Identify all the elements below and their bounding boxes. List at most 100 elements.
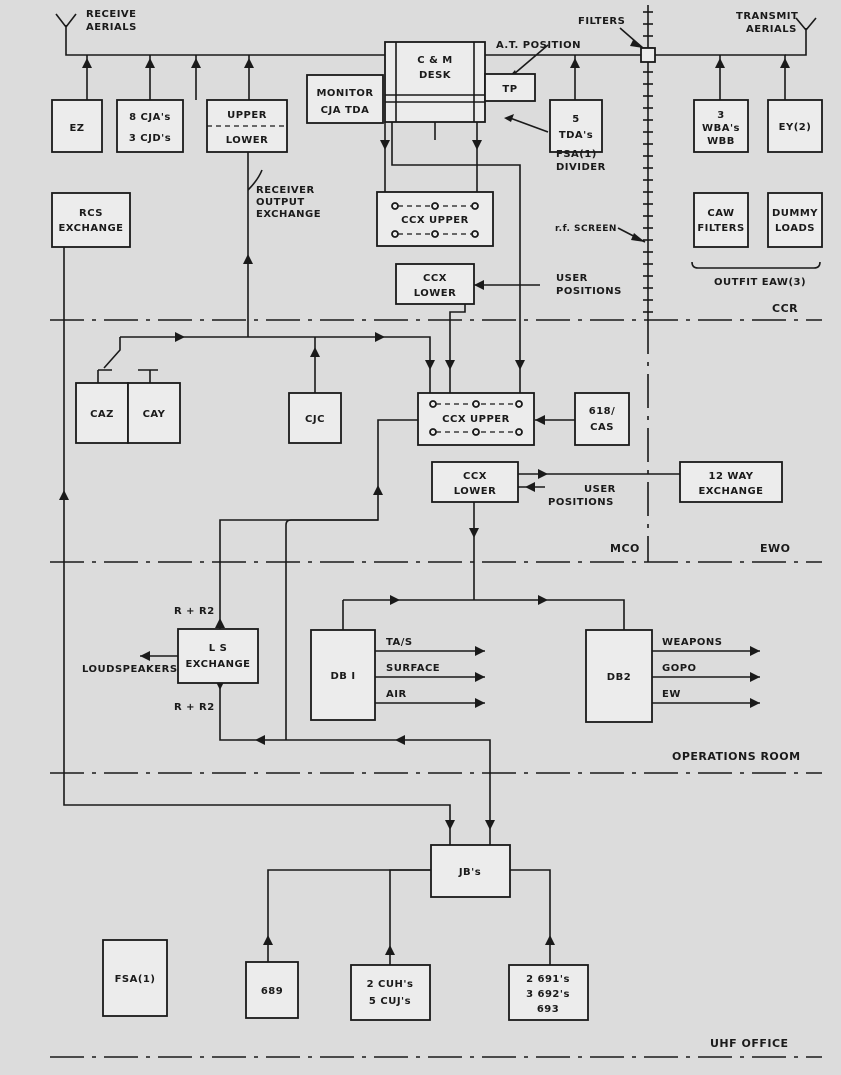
svg-text:EZ: EZ: [69, 123, 84, 134]
svg-text:3 CJD's: 3 CJD's: [129, 133, 171, 144]
box-upper-lower: UPPER LOWER: [206, 99, 288, 153]
box-tdas: 5 TDA's: [549, 99, 603, 153]
svg-text:POSITIONS: POSITIONS: [548, 497, 614, 508]
zone-operations-room: OPERATIONS ROOM: [672, 750, 801, 763]
svg-text:JB's: JB's: [458, 867, 481, 878]
svg-text:DIVIDER: DIVIDER: [556, 162, 606, 173]
svg-text:CAS: CAS: [590, 422, 614, 433]
loudspeakers-label: LOUDSPEAKERS: [82, 664, 178, 675]
svg-text:CCX: CCX: [423, 273, 447, 284]
box-db1: DB I: [310, 629, 376, 721]
box-ccx-lower-ccr: CCX LOWER: [395, 263, 475, 305]
svg-text:LOADS: LOADS: [775, 223, 815, 234]
transmit-aerial-icon: [795, 17, 817, 45]
box-691-692-693: 2 691's 3 692's 693: [508, 964, 589, 1021]
zone-labels: CCR MCO EWO OPERATIONS ROOM UHF OFFICE: [610, 302, 801, 1050]
svg-text:DB2: DB2: [607, 672, 631, 683]
ta-s-label: TA/S: [386, 637, 413, 648]
box-rcs-exchange: RCS EXCHANGE: [51, 192, 131, 248]
box-db2: DB2: [585, 629, 653, 723]
svg-text:C & M: C & M: [417, 55, 452, 66]
box-caw-filters: CAW FILTERS: [693, 192, 749, 248]
svg-text:5: 5: [572, 114, 579, 125]
weapons-label: WEAPONS: [662, 637, 723, 648]
box-ccx-upper-mco: CCX UPPER: [417, 392, 535, 446]
gopo-label: GOPO: [662, 663, 697, 674]
box-cja-cjd: 8 CJA's 3 CJD's: [116, 99, 184, 153]
svg-text:8 CJA's: 8 CJA's: [129, 112, 171, 123]
svg-text:LOWER: LOWER: [226, 135, 269, 146]
svg-text:FILTERS: FILTERS: [697, 223, 744, 234]
svg-text:WBA's: WBA's: [702, 123, 740, 134]
svg-text:CJC: CJC: [305, 414, 325, 425]
svg-text:TP: TP: [502, 84, 517, 95]
svg-text:TDA's: TDA's: [559, 130, 593, 141]
svg-text:CJA TDA: CJA TDA: [321, 105, 370, 116]
svg-text:CAZ: CAZ: [90, 409, 114, 420]
svg-text:AERIALS: AERIALS: [86, 22, 137, 33]
receiver-output-label: RECEIVER: [256, 185, 315, 196]
svg-text:WBB: WBB: [707, 136, 735, 147]
zone-ccr: CCR: [772, 302, 798, 315]
zone-dividers: [50, 319, 822, 1058]
box-jbs: JB's: [430, 844, 511, 898]
transmit-aerials-label: TRANSMIT: [736, 11, 798, 22]
svg-text:EY(2): EY(2): [779, 122, 812, 133]
svg-text:EXCHANGE: EXCHANGE: [256, 209, 321, 220]
box-cay: CAY: [127, 382, 181, 444]
user-positions-label-ccr: USER: [556, 273, 588, 284]
box-ccx-lower-mco: CCX LOWER: [431, 461, 519, 503]
box-cuh-cuj: 2 CUH's 5 CUJ's: [350, 964, 431, 1021]
box-ccx-upper-ccr: CCX UPPER: [376, 191, 494, 247]
box-wba: 3 WBA's WBB: [693, 99, 749, 153]
svg-text:UPPER: UPPER: [227, 110, 267, 121]
svg-text:OUTPUT: OUTPUT: [256, 197, 305, 208]
svg-text:CCX: CCX: [463, 471, 487, 482]
svg-text:3: 3: [717, 110, 724, 121]
svg-text:2 691's: 2 691's: [526, 974, 570, 985]
air-label: AIR: [386, 689, 407, 700]
svg-text:DB I: DB I: [330, 671, 355, 682]
box-ez: EZ: [51, 99, 103, 153]
zone-mco: MCO: [610, 542, 640, 555]
box-cjc: CJC: [288, 392, 342, 444]
svg-text:RCS: RCS: [79, 208, 103, 219]
box-12-way-exchange: 12 WAY EXCHANGE: [679, 461, 783, 503]
svg-text:CAY: CAY: [143, 409, 166, 420]
outfit-eaw-label: OUTFIT EAW(3): [714, 277, 806, 288]
receive-aerials-label: RECEIVE: [86, 9, 137, 20]
zone-uhf-office: UHF OFFICE: [710, 1037, 789, 1050]
ew-label: EW: [662, 689, 681, 700]
svg-text:MONITOR: MONITOR: [316, 88, 373, 99]
svg-text:FSA(1): FSA(1): [115, 974, 156, 985]
box-ls-exchange: L S EXCHANGE: [177, 628, 259, 684]
svg-text:DUMMY: DUMMY: [772, 208, 818, 219]
box-caz: CAZ: [75, 382, 129, 444]
surface-label: SURFACE: [386, 663, 440, 674]
svg-text:12 WAY: 12 WAY: [708, 471, 753, 482]
box-689: 689: [245, 961, 299, 1019]
svg-text:CCX UPPER: CCX UPPER: [401, 215, 469, 226]
svg-text:2 CUH's: 2 CUH's: [367, 979, 414, 990]
at-position-label: A.T. POSITION: [496, 40, 581, 51]
svg-text:EXCHANGE: EXCHANGE: [58, 223, 123, 234]
svg-text:LOWER: LOWER: [454, 486, 497, 497]
svg-text:EXCHANGE: EXCHANGE: [185, 659, 250, 670]
svg-text:CAW: CAW: [707, 208, 734, 219]
svg-text:LOWER: LOWER: [414, 288, 457, 299]
filter-icon: [640, 47, 656, 63]
svg-text:CCX UPPER: CCX UPPER: [442, 414, 510, 425]
box-cm-desk: C & M DESK: [384, 41, 486, 123]
svg-text:L S: L S: [209, 643, 228, 654]
svg-text:689: 689: [261, 986, 283, 997]
box-618-cas: 618/ CAS: [574, 392, 630, 446]
filters-label: FILTERS: [578, 16, 625, 27]
r-r2-top-label: R + R2: [174, 606, 215, 617]
svg-text:618/: 618/: [589, 406, 616, 417]
box-dummy-loads: DUMMY LOADS: [767, 192, 823, 248]
svg-text:EXCHANGE: EXCHANGE: [698, 486, 763, 497]
box-tp: TP: [484, 73, 536, 102]
svg-text:693: 693: [537, 1004, 559, 1015]
receive-aerial-icon: [55, 13, 77, 45]
